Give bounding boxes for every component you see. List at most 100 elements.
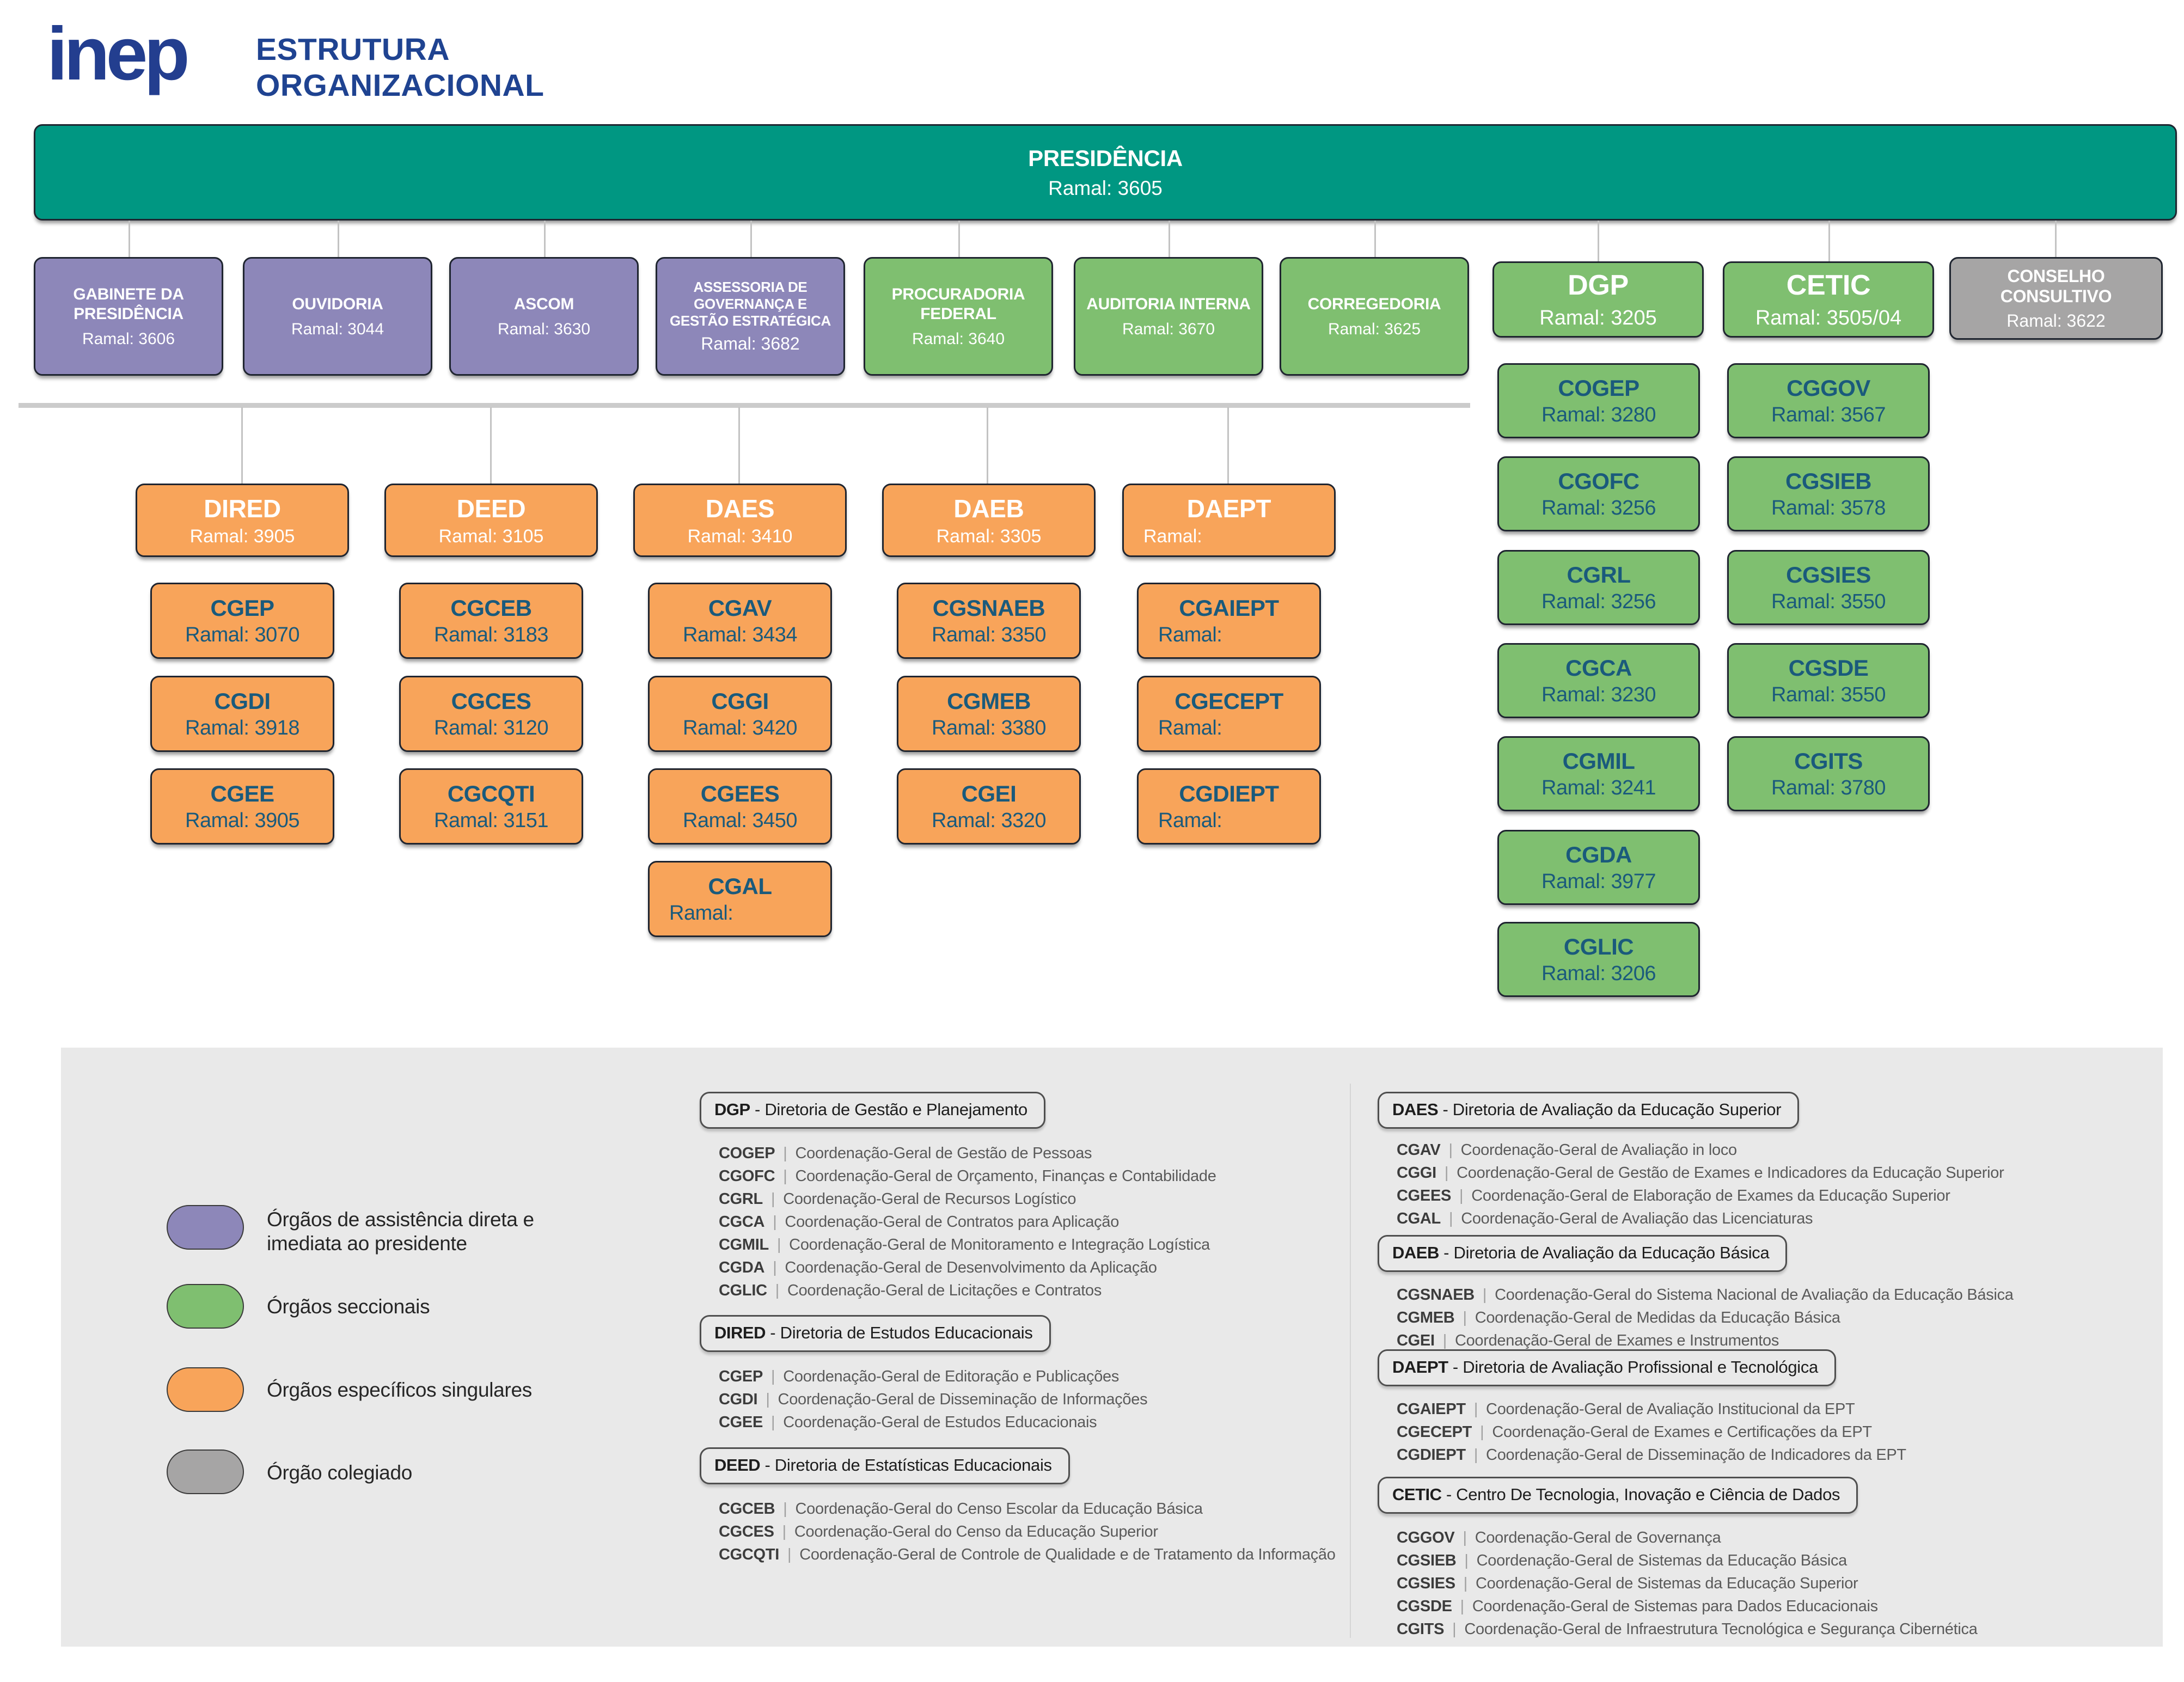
glossary-separator: | [1480,1423,1484,1441]
glossary-item-desc: Coordenação-Geral do Censo da Educação S… [794,1523,1158,1540]
connector-line [129,221,130,257]
glossary-item-desc: Coordenação-Geral de Sistemas da Educaçã… [1476,1575,1858,1592]
box-ramal: Ramal: 3640 [911,329,1005,348]
box-daept-cgaiept: CGAIEPT Ramal: [1137,583,1321,659]
box-ramal: Ramal: 3256 [1541,590,1656,613]
glossary-separator: | [1452,1620,1457,1638]
glossary-item-code: CGGI [1397,1164,1436,1182]
glossary-code: DAEPT [1392,1357,1448,1377]
page-title-line2: ORGANIZACIONAL [256,68,545,103]
box-ramal: Ramal: [1158,809,1222,832]
box-cetic-cgsieb: CGSIEB Ramal: 3578 [1727,456,1930,531]
glossary-code: DEED [714,1455,761,1475]
box-ramal: Ramal: 3420 [683,716,797,739]
glossary-separator: | [1463,1529,1467,1546]
box-label: CGSIEB [1785,468,1872,494]
inep-logo: inep [47,12,190,96]
box-label: DAEB [953,494,1024,523]
glossary-title: - Diretoria de Avaliação Profissional e … [1448,1357,1818,1377]
glossary-header-dired: DIRED - Diretoria de Estudos Educacionai… [700,1315,1051,1352]
box-ramal: Ramal: 3256 [1541,496,1656,519]
legend-swatch-purple [167,1205,244,1250]
box-ramal: Ramal: 3670 [1122,320,1215,339]
box-daept-cgdiept: CGDIEPT Ramal: [1137,768,1321,845]
glossary-item: CGMEB|Coordenação-Geral de Medidas da Ed… [1397,1309,1840,1327]
box-ouvidoria: OUVIDORIA Ramal: 3044 [243,257,432,376]
box-ramal: Ramal: [1143,525,1202,547]
box-daept: DAEPT Ramal: [1122,484,1336,557]
glossary-separator: | [1444,1164,1449,1182]
glossary-code: CETIC [1392,1485,1442,1504]
connector-line [958,221,960,257]
glossary-separator: | [1464,1552,1469,1569]
box-label: CETIC [1786,270,1871,302]
box-ramal: Ramal: 3606 [82,329,175,348]
box-label: CGRL [1567,562,1631,588]
box-label: CGDI [214,688,271,714]
glossary-item: CGAL|Coordenação-Geral de Avaliação das … [1397,1210,1813,1228]
connector-line [544,221,546,257]
glossary-item: CGEES|Coordenação-Geral de Elaboração de… [1397,1187,1950,1205]
box-ramal: Ramal: 3918 [185,716,299,739]
box-label: CGSDE [1788,655,1869,681]
glossary-item-code: CGEI [1397,1332,1435,1349]
glossary-item-desc: Coordenação-Geral de Orçamento, Finanças… [795,1167,1216,1185]
glossary-separator: | [783,1145,787,1162]
legend-swatch-green [167,1284,244,1329]
box-ramal: Ramal: [669,901,733,925]
glossary-item-code: CGEP [719,1368,763,1385]
box-label: DIRED [204,494,281,523]
glossary-item: COGEP|Coordenação-Geral de Gestão de Pes… [719,1145,1092,1163]
box-cetic-cgsies: CGSIES Ramal: 3550 [1727,550,1930,625]
glossary-header-daes: DAES - Diretoria de Avaliação da Educaçã… [1378,1092,1800,1129]
box-label: CGAIEPT [1179,595,1279,621]
glossary-separator: | [1473,1446,1478,1464]
legend-label: Órgãos específicos singulares [267,1379,532,1401]
glossary-separator: | [773,1259,777,1276]
glossary-item-desc: Coordenação-Geral de Elaboração de Exame… [1471,1187,1950,1204]
box-ramal: Ramal: 3630 [497,320,591,339]
connector-line [490,407,492,484]
box-dgp-cgca: CGCA Ramal: 3230 [1497,643,1700,718]
box-dired: DIRED Ramal: 3905 [136,484,349,557]
glossary-item-code: CGAV [1397,1141,1441,1159]
glossary-item-desc: Coordenação-Geral de Avaliação das Licen… [1461,1210,1813,1227]
glossary-item-code: CGLIC [719,1282,767,1299]
box-daes: DAES Ramal: 3410 [633,484,847,557]
box-deed: DEED Ramal: 3105 [384,484,598,557]
box-label: CGGI [711,688,769,714]
glossary-item-desc: Coordenação-Geral de Avaliação Instituci… [1486,1400,1855,1418]
box-ramal: Ramal: 3622 [2006,311,2106,331]
glossary-item-code: COGEP [719,1145,775,1162]
box-ramal: Ramal: 3410 [687,525,793,547]
glossary-item-code: CGCES [719,1523,774,1540]
box-ramal: Ramal: 3550 [1771,683,1886,706]
glossary-item-desc: Coordenação-Geral de Medidas da Educação… [1475,1309,1840,1326]
box-ramal: Ramal: 3241 [1541,776,1656,799]
legend-glossary-panel [61,1048,2163,1647]
box-daes-cgav: CGAV Ramal: 3434 [648,583,832,659]
glossary-item-desc: Coordenação-Geral de Disseminação de Ind… [1486,1446,1906,1464]
glossary-column-divider [1350,1084,1351,1638]
box-ramal: Ramal: 3682 [701,334,800,354]
box-label: CGSNAEB [932,595,1045,621]
box-ramal: Ramal: 3380 [932,716,1046,739]
box-ramal: Ramal: 3320 [932,809,1046,832]
glossary-header-deed: DEED - Diretoria de Estatísticas Educaci… [700,1447,1070,1484]
box-daeb-cgsnaeb: CGSNAEB Ramal: 3350 [897,583,1081,659]
box-ramal: Ramal: 3183 [434,623,548,646]
glossary-header-cetic: CETIC - Centro De Tecnologia, Inovação e… [1378,1477,1858,1514]
glossary-title: - Centro De Tecnologia, Inovação e Ciênc… [1441,1485,1840,1504]
box-ramal: Ramal: 3434 [683,623,797,646]
box-label: CGCA [1565,655,1632,681]
glossary-item: CGCES|Coordenação-Geral do Censo da Educ… [719,1523,1158,1541]
glossary-item-code: CGCEB [719,1500,775,1518]
glossary-item-desc: Coordenação-Geral de Exames e Instrument… [1454,1332,1779,1349]
glossary-item-desc: Coordenação-Geral de Governança [1475,1529,1721,1546]
connector-rail [19,403,1470,408]
box-dgp-cglic: CGLIC Ramal: 3206 [1497,922,1700,997]
box-ramal: Ramal: 3206 [1541,962,1656,985]
glossary-item-code: CGSDE [1397,1598,1452,1615]
box-ramal: Ramal: 3450 [683,809,797,832]
glossary-separator: | [773,1213,777,1231]
